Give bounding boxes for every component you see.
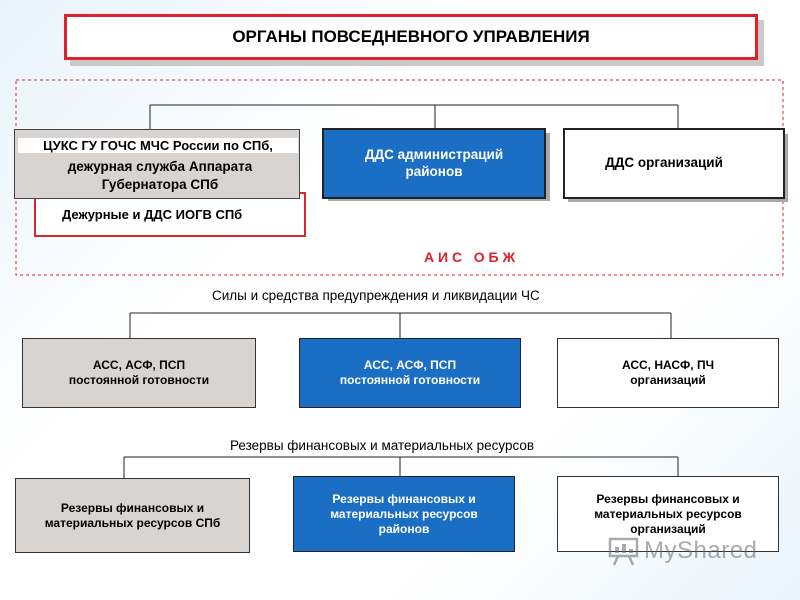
reserves-heading: Резервы финансовых и материальных ресурс… [230, 438, 535, 453]
reserves-box-districts: Резервы финансовых и материальных ресурс… [293, 476, 515, 552]
forces-box-line2: организаций [630, 373, 706, 387]
iogv-label: Дежурные и ДДС ИОГВ СПб [62, 207, 243, 223]
forces-box-line2: постоянной готовности [339, 373, 481, 387]
reserves-box-orgs: Резервы финансовых и материальных ресурс… [557, 476, 779, 552]
iogv-box: Дежурные и ДДС ИОГВ СПб [34, 192, 306, 237]
reserves-box-label: Резервы финансовых и материальных ресурс… [594, 491, 742, 536]
forces-box-districts: АСС, АСФ, ПСП постоянной готовности [299, 338, 521, 408]
ais-label: А И С О Б Ж [424, 249, 516, 265]
dds-districts-label: ДДС администраций районов [364, 146, 504, 179]
forces-heading: Силы и средства предупреждения и ликвида… [212, 288, 540, 303]
dds-orgs-label: ДДС организаций [605, 155, 723, 171]
duty-service-label: дежурная служба Аппарата Губернатора СПб [67, 159, 253, 192]
forces-box-orgs: АСС, НАСФ, ПЧ организаций [557, 338, 779, 408]
watermark: MyShared [608, 536, 757, 566]
reserves-box-label: Резервы финансовых и материальных ресурс… [330, 491, 478, 536]
forces-box-line1: АСС, АСФ, ПСП [92, 358, 186, 372]
forces-box-line1: АСС, НАСФ, ПЧ [621, 358, 715, 372]
reserves-box-spb: Резервы финансовых и материальных ресурс… [15, 478, 250, 553]
forces-box-line1: АСС, АСФ, ПСП [363, 358, 457, 372]
presentation-board-icon [608, 537, 639, 566]
watermark-text: MyShared [644, 537, 758, 564]
forces-box-spb: АСС, АСФ, ПСП постоянной готовности [22, 338, 256, 408]
dds-orgs-box: ДДС организаций [563, 128, 785, 199]
forces-box-line2: постоянной готовности [68, 373, 210, 387]
dds-districts-box: ДДС администраций районов [322, 128, 546, 199]
reserves-box-label: Резервы финансовых и материальных ресурс… [44, 500, 221, 530]
tsuks-label: ЦУКС ГУ ГОЧС МЧС России по СПб, [18, 138, 298, 153]
page-title-text: ОРГАНЫ ПОВСЕДНЕВНОГО УПРАВЛЕНИЯ [232, 27, 590, 47]
page-title: ОРГАНЫ ПОВСЕДНЕВНОГО УПРАВЛЕНИЯ [64, 14, 758, 60]
